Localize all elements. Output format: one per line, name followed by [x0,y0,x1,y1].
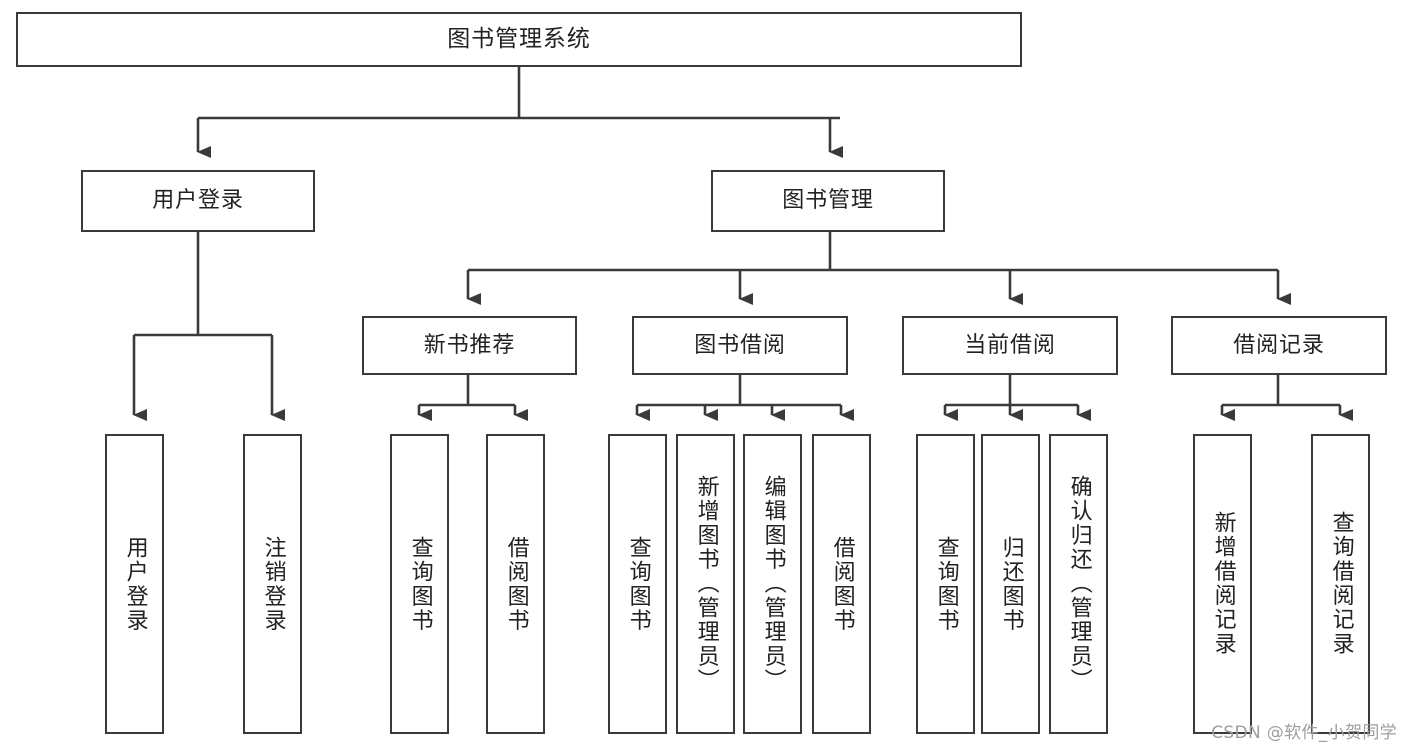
node-label: 用户登录 [152,188,244,214]
node-label: 新增借阅记录 [1210,511,1236,657]
node-label: 图书管理 [782,188,874,214]
leaf-current-borrow-query[interactable]: 查询图书 [916,434,975,734]
leaf-borrow-record-add[interactable]: 新增借阅记录 [1193,434,1252,734]
node-label: 编辑图书（管理员） [760,475,786,693]
node-label: 查询图书 [625,535,651,633]
node-root-system[interactable]: 图书管理系统 [16,12,1022,67]
leaf-user-login-logout[interactable]: 注销登录 [243,434,302,734]
node-label: 借阅图书 [829,535,855,633]
node-label: 查询借阅记录 [1328,511,1354,657]
watermark-text: CSDN @软件_小贺同学 [1211,723,1397,743]
leaf-user-login-login[interactable]: 用户登录 [105,434,164,734]
node-label: 归还图书 [998,535,1024,633]
node-new-book-recommend[interactable]: 新书推荐 [362,316,577,375]
leaf-book-borrow-borrow[interactable]: 借阅图书 [812,434,871,734]
node-label: 注销登录 [260,535,286,633]
leaf-new-book-borrow[interactable]: 借阅图书 [486,434,545,734]
node-label: 新书推荐 [423,332,516,358]
node-label: 确认归还（管理员） [1066,475,1092,693]
leaf-borrow-record-query[interactable]: 查询借阅记录 [1311,434,1370,734]
node-label: 借阅记录 [1233,332,1325,358]
leaf-book-borrow-query[interactable]: 查询图书 [608,434,667,734]
leaf-current-borrow-return[interactable]: 归还图书 [981,434,1040,734]
node-label: 图书管理系统 [447,25,591,52]
node-label: 查询图书 [407,535,433,633]
node-label: 用户登录 [122,535,148,633]
leaf-current-borrow-confirm-return[interactable]: 确认归还（管理员） [1049,434,1108,734]
node-label: 新增图书（管理员） [693,475,719,693]
node-borrow-record[interactable]: 借阅记录 [1171,316,1387,375]
node-label: 查询图书 [933,535,959,633]
node-label: 当前借阅 [964,332,1056,358]
node-book-borrow[interactable]: 图书借阅 [632,316,848,375]
leaf-new-book-query[interactable]: 查询图书 [390,434,449,734]
node-book-management[interactable]: 图书管理 [711,170,945,232]
node-current-borrow[interactable]: 当前借阅 [902,316,1118,375]
node-user-login[interactable]: 用户登录 [81,170,315,232]
node-label: 图书借阅 [694,332,786,358]
leaf-book-borrow-edit[interactable]: 编辑图书（管理员） [743,434,802,734]
node-label: 借阅图书 [503,535,529,633]
leaf-book-borrow-add[interactable]: 新增图书（管理员） [676,434,735,734]
